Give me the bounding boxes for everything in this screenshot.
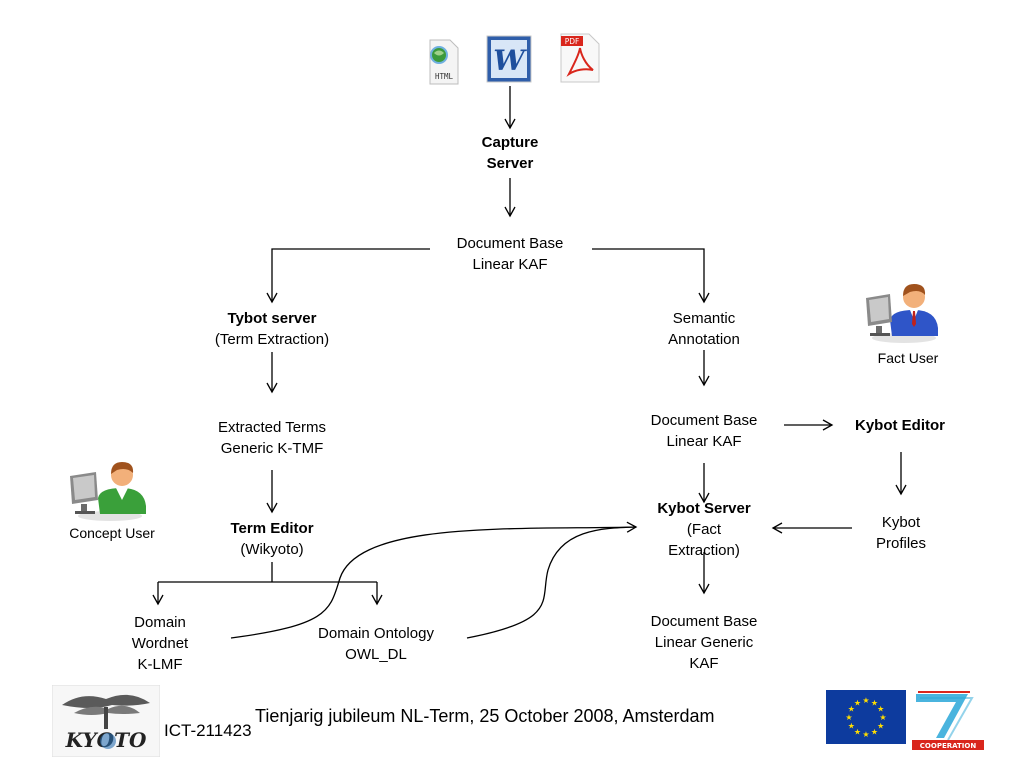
domain-wordnet-line3: K-LMF (137, 656, 183, 673)
kybot-editor-line1: Kybot Editor (855, 417, 945, 434)
extracted-terms-node: Extracted Terms Generic K-TMF (218, 417, 326, 459)
term-editor-node: Term Editor (Wikyoto) (230, 518, 313, 560)
kybot-server-line1: Kybot Server (657, 500, 751, 517)
semantic-annotation-line1: Semantic (672, 310, 736, 327)
semantic-annotation-node: Semantic Annotation (668, 308, 740, 350)
kybot-server-node: Kybot Server (Fact Extraction) (657, 498, 750, 561)
tybot-server-line2: (Term Extraction) (214, 331, 330, 348)
curve-wordnet-to-kybot-server (230, 521, 638, 639)
kybot-profiles-line2: Profiles (875, 535, 927, 552)
eu-star-icon: ★ (848, 722, 855, 731)
html-icon-caption: HTML (435, 72, 454, 81)
document-base-top-line1: Document Base (456, 235, 564, 252)
kybot-editor-node: Kybot Editor (855, 415, 945, 436)
extracted-terms-line1: Extracted Terms (217, 419, 327, 436)
term-editor-line2: (Wikyoto) (240, 541, 304, 558)
document-base-bottom-line3: KAF (689, 655, 719, 672)
semantic-annotation-line2: Annotation (668, 331, 740, 348)
concept-user-label: Concept User (69, 525, 155, 541)
tybot-server-line1: Tybot server (227, 310, 317, 327)
html-file-icon: HTML (424, 38, 464, 86)
pdf-file-icon: PDF (557, 32, 603, 84)
document-base-bottom-node: Document Base Linear Generic KAF (651, 611, 758, 674)
domain-ontology-line2: OWL_DL (345, 646, 407, 663)
document-base-top-node: Document Base Linear KAF (457, 233, 564, 275)
fact-user-computer-icon (862, 280, 942, 344)
eu-star-icon: ★ (862, 730, 869, 739)
pdf-icon-caption: PDF (565, 37, 580, 46)
word-file-icon: W (485, 34, 533, 84)
fact-user-label: Fact User (877, 350, 939, 366)
domain-wordnet-node: Domain Wordnet K-LMF (132, 612, 188, 675)
fp7-logo-text: COOPERATION (920, 742, 977, 750)
eu-star-icon: ★ (877, 705, 884, 714)
word-icon-caption: W (493, 44, 527, 77)
arrow-docbase-to-tybot (266, 248, 430, 304)
fp7-logo: COOPERATION (910, 690, 986, 752)
extracted-terms-line2: Generic K-TMF (220, 440, 324, 457)
document-base-mid-node: Document Base Linear KAF (651, 410, 758, 452)
eu-star-icon: ★ (848, 705, 855, 714)
document-base-bottom-line2: Linear Generic (654, 634, 754, 651)
eu-star-icon: ★ (879, 713, 886, 722)
kybot-profiles-line1: Kybot (881, 514, 921, 531)
tybot-server-node: Tybot server (Term Extraction) (215, 308, 329, 350)
document-base-top-line2: Linear KAF (472, 256, 548, 273)
eu-flag-logo: ★★★★★★★★★★★★ (826, 690, 906, 744)
kyoto-logo: KYOTO (51, 684, 161, 758)
eu-star-icon: ★ (845, 713, 852, 722)
concept-user-computer-icon (66, 456, 150, 522)
kybot-server-line3: Extraction) (668, 542, 740, 559)
event-caption: Tienjarig jubileum NL-Term, 25 October 2… (255, 706, 715, 726)
kybot-profiles-node: Kybot Profiles (876, 512, 926, 554)
capture-server-line2: Server (486, 155, 534, 172)
curve-ontology-to-kybot-server (466, 526, 637, 639)
capture-server-line1: Capture (481, 134, 539, 151)
eu-star-icon: ★ (871, 728, 878, 737)
kybot-server-line2: (Fact (686, 521, 722, 538)
project-id: ICT-211423 (164, 721, 252, 740)
eu-star-icon: ★ (854, 728, 861, 737)
domain-ontology-node: Domain Ontology OWL_DL (318, 623, 434, 665)
domain-ontology-line1: Domain Ontology (318, 625, 434, 642)
domain-wordnet-line1: Domain (134, 614, 186, 631)
document-base-mid-line2: Linear KAF (666, 433, 742, 450)
eu-star-icon: ★ (877, 722, 884, 731)
eu-star-icon: ★ (871, 698, 878, 707)
document-base-bottom-line1: Document Base (650, 613, 758, 630)
term-editor-line1: Term Editor (230, 520, 314, 537)
eu-star-icon: ★ (862, 696, 869, 705)
document-base-mid-line1: Document Base (650, 412, 758, 429)
eu-flag-field (826, 690, 906, 744)
arrow-docbase-to-semantic (592, 248, 710, 304)
domain-wordnet-line2: Wordnet (131, 635, 189, 652)
eu-star-icon: ★ (854, 698, 861, 707)
capture-server-node: Capture Server (482, 132, 539, 174)
